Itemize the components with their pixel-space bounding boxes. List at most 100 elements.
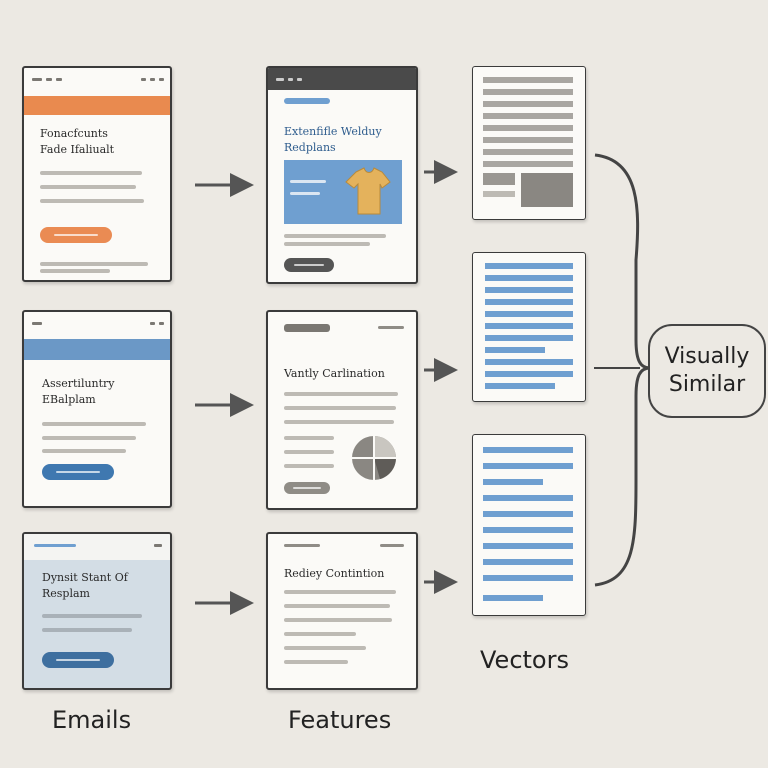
vector-line (483, 191, 515, 197)
feature-title: Vantly Carlination (284, 367, 385, 380)
text-line (42, 436, 136, 440)
vector-line (485, 299, 573, 305)
feature-card-1: Extenfifle Welduy Redplans (266, 66, 418, 284)
feature-tag (284, 98, 330, 104)
email-header-band (24, 339, 170, 360)
text-line (284, 234, 386, 238)
text-line (34, 544, 76, 547)
vector-line (485, 323, 573, 329)
vector-line (485, 275, 573, 281)
text-line (380, 544, 404, 547)
window-controls (150, 322, 164, 327)
vector-line (483, 495, 573, 501)
text-line (284, 464, 334, 468)
text-line (284, 618, 392, 622)
feature-topbar (268, 68, 416, 90)
window-controls (141, 78, 164, 83)
feature-toolbar (276, 78, 302, 83)
email-toolbar (32, 78, 62, 83)
text-line (284, 646, 366, 650)
visually-similar-node: Visually Similar (648, 324, 766, 418)
vector-line (485, 287, 573, 293)
text-line (378, 326, 404, 329)
vector-line (485, 383, 555, 389)
window-controls (154, 544, 162, 549)
text-line (284, 660, 348, 664)
feature-card-3: Rediey Contintion (266, 532, 418, 690)
vector-line (483, 113, 573, 119)
text-line (284, 450, 334, 454)
email-header-band (24, 96, 170, 115)
vector-line (483, 543, 573, 549)
email-cta-button[interactable] (42, 464, 114, 480)
text-line (284, 436, 334, 440)
email-title: Fonacfcunts Fade Ifaliualt (40, 127, 115, 156)
email-toolbar (32, 322, 42, 327)
emails-label: Emails (52, 706, 132, 734)
tshirt-icon (345, 167, 391, 215)
vector-line (483, 137, 573, 143)
vector-line (483, 77, 573, 83)
vector-line (483, 149, 573, 155)
feature-title: Extenfifle Welduy Redplans (284, 125, 382, 154)
text-line (42, 422, 146, 426)
text-line (40, 269, 110, 273)
visually-similar-label: Visually Similar (664, 344, 750, 397)
feature-card-2: Vantly Carlination (266, 310, 418, 510)
text-line (290, 180, 326, 183)
vector-line (483, 161, 573, 167)
vector-line (483, 125, 573, 131)
vector-line (483, 575, 573, 581)
vector-line (485, 263, 573, 269)
email-card-1: Fonacfcunts Fade Ifaliualt (22, 66, 172, 282)
vector-line (483, 511, 573, 517)
vector-card-3 (472, 434, 586, 616)
vector-line (483, 527, 573, 533)
vector-card-2 (472, 252, 586, 402)
vector-line (483, 101, 573, 107)
vector-line (485, 335, 573, 341)
features-label: Features (288, 706, 392, 734)
vector-line (483, 559, 573, 565)
text-line (290, 192, 320, 195)
email-card-2: Assertiluntry EBalplam (22, 310, 172, 508)
feature-tag (284, 324, 330, 332)
email-cta-button[interactable] (40, 227, 112, 243)
feature-cta-button[interactable] (284, 258, 334, 272)
text-line (284, 544, 320, 547)
text-line (284, 590, 396, 594)
email-title: Dynsit Stant Of Resplam (42, 571, 128, 600)
vector-line (483, 479, 543, 485)
vectors-label: Vectors (480, 646, 569, 674)
feature-cta-button[interactable] (284, 482, 330, 494)
vector-line (483, 89, 573, 95)
vector-line (483, 463, 573, 469)
grouping-brace (594, 153, 651, 587)
text-line (40, 171, 142, 175)
pie-chart-icon (352, 436, 396, 480)
email-cta-button[interactable] (42, 652, 114, 668)
text-line (40, 199, 144, 203)
text-line (284, 242, 370, 246)
vector-line (483, 447, 573, 453)
email-title: Assertiluntry EBalplam (42, 377, 115, 406)
image-feature-block (521, 173, 573, 207)
image-feature-block (483, 173, 515, 185)
text-line (284, 420, 394, 424)
text-line (284, 406, 396, 410)
hero-image (284, 160, 402, 224)
text-line (284, 632, 356, 636)
text-line (42, 449, 126, 453)
text-line (42, 614, 142, 618)
vector-card-1 (472, 66, 586, 220)
vector-line (483, 595, 543, 601)
email-header-band (24, 534, 170, 560)
vector-line (485, 311, 573, 317)
vector-line (485, 359, 573, 365)
vector-line (485, 347, 545, 353)
text-line (284, 392, 398, 396)
email-card-3: Dynsit Stant Of Resplam (22, 532, 172, 690)
text-line (40, 262, 148, 266)
text-line (40, 185, 136, 189)
vector-line (485, 371, 573, 377)
